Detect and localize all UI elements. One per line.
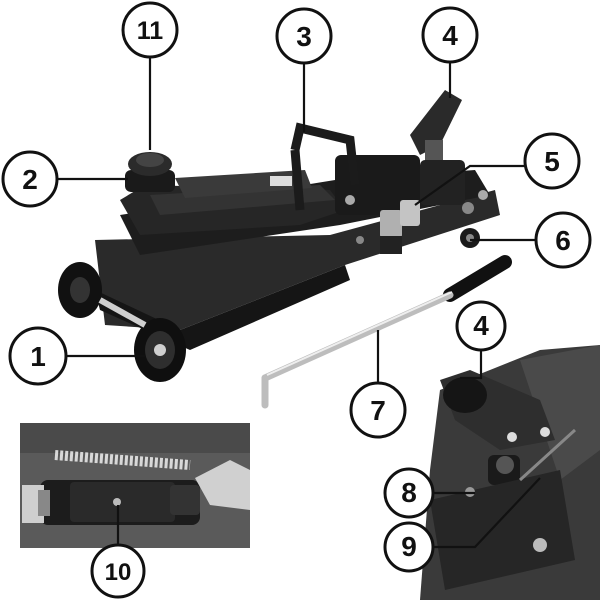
callout-7-label: 7 xyxy=(370,395,386,426)
leader-lines xyxy=(57,56,541,549)
jack-handle-illustration xyxy=(261,255,512,409)
callout-4-top-label: 4 xyxy=(442,20,458,51)
callout-11-label: 11 xyxy=(137,17,164,45)
callout-4-bottom-label: 4 xyxy=(473,310,489,341)
callout-8: 8 xyxy=(383,467,435,519)
callout-2: 2 xyxy=(1,150,59,208)
callout-11: 11 xyxy=(121,1,179,59)
callout-2-label: 2 xyxy=(22,164,38,195)
callout-4-bottom: 4 xyxy=(455,300,507,352)
callout-1-label: 1 xyxy=(30,341,46,372)
callout-5: 5 xyxy=(523,132,581,190)
saddle-closeup-photo xyxy=(420,345,600,600)
callout-10-label: 10 xyxy=(105,559,132,586)
callout-9-label: 9 xyxy=(401,531,417,562)
callout-6: 6 xyxy=(534,211,592,269)
callout-4-top: 4 xyxy=(421,6,479,64)
floor-jack-illustration xyxy=(58,90,500,382)
callout-5-label: 5 xyxy=(544,146,560,177)
callout-6-label: 6 xyxy=(555,225,571,256)
callout-3-label: 3 xyxy=(296,21,312,52)
callout-10: 10 xyxy=(90,543,146,599)
callout-1: 1 xyxy=(8,326,68,386)
pump-cylinder-closeup-photo xyxy=(20,423,250,548)
callout-3: 3 xyxy=(275,7,333,65)
callout-7: 7 xyxy=(349,381,407,439)
callout-8-label: 8 xyxy=(401,477,417,508)
callout-9: 9 xyxy=(383,521,435,573)
